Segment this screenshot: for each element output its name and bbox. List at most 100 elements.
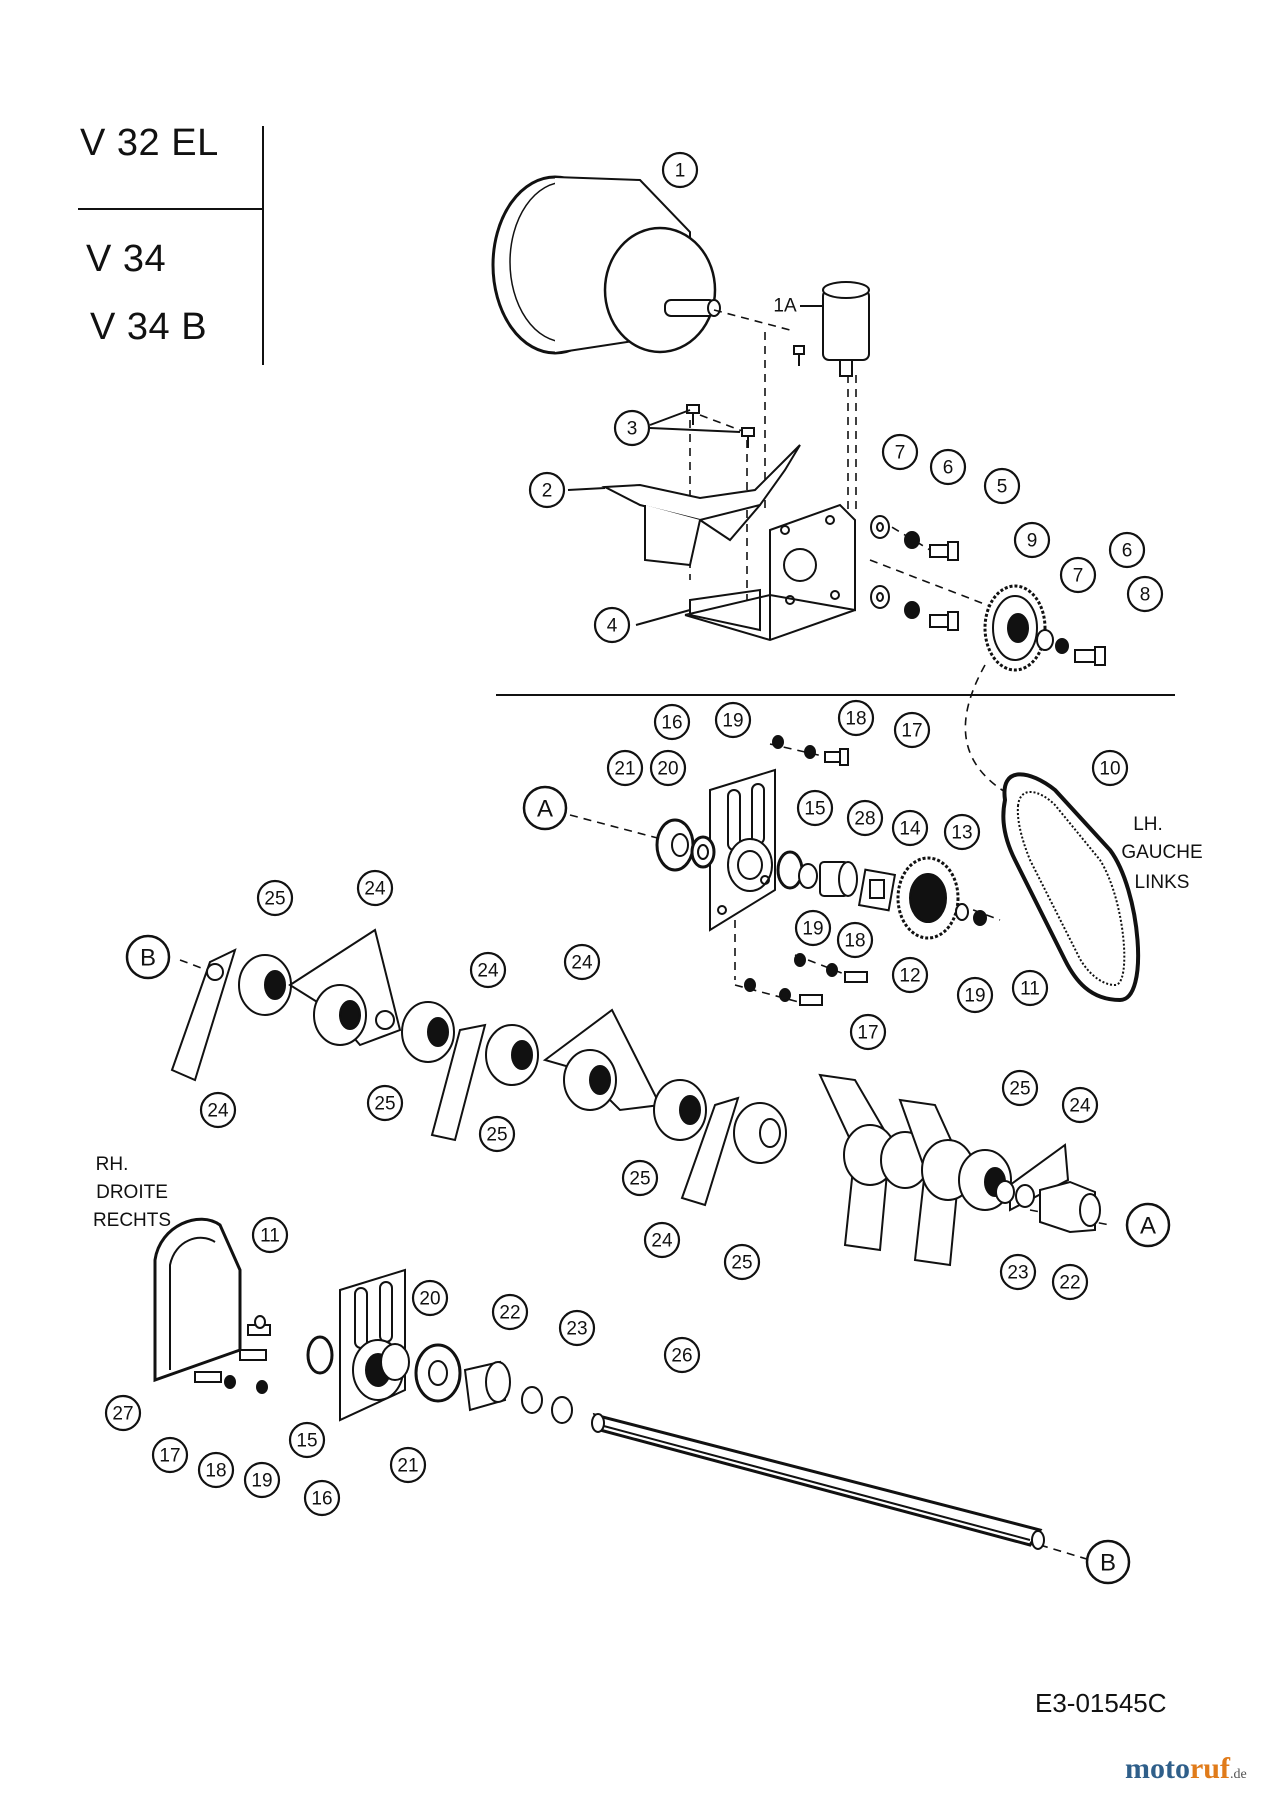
callout-circle	[661, 151, 699, 189]
callout-9-1: 9	[1013, 521, 1051, 559]
fasteners-5-6-7-top	[870, 515, 959, 631]
callout-15-1: 15	[796, 789, 834, 827]
rh-bearing-plate-16	[339, 1268, 406, 1422]
callout-25-1: 25	[256, 879, 294, 917]
leader-3a	[649, 409, 691, 426]
callout-number: 17	[901, 721, 922, 742]
callout-number: 27	[112, 1404, 133, 1425]
callout-circle	[1011, 969, 1049, 1007]
callout-27-1: 27	[104, 1394, 142, 1432]
connector-B-2: B	[1085, 1539, 1131, 1585]
callout-22-2: 22	[491, 1293, 529, 1331]
callout-circle	[356, 869, 394, 907]
callout-19-2: 19	[794, 909, 832, 947]
callout-19-4: 19	[243, 1461, 281, 1499]
callout-circle	[649, 749, 687, 787]
callout-number: 25	[374, 1094, 395, 1115]
belt-10	[1001, 772, 1141, 1003]
callout-circle	[491, 1293, 529, 1331]
callout-24-2: 24	[469, 951, 507, 989]
callout-25-3: 25	[478, 1115, 516, 1153]
callout-number: 14	[899, 819, 921, 840]
model-label-1: V 32 EL	[80, 122, 219, 164]
callout-circle	[389, 1446, 427, 1484]
callout-19-3: 19	[956, 976, 994, 1014]
callout-25-6: 25	[1001, 1069, 1039, 1107]
connector-A-1: A	[522, 785, 568, 831]
callout-circle	[893, 711, 931, 749]
callout-number: 5	[997, 477, 1008, 498]
callout-circle	[104, 1394, 142, 1432]
callout-1-1: 1	[661, 151, 699, 189]
callout-25-4: 25	[621, 1159, 659, 1197]
callout-circle	[714, 701, 752, 739]
callout-circle	[563, 943, 601, 981]
callout-17-2: 17	[849, 1013, 887, 1051]
lh-label-line-2: GAUCHE	[1121, 842, 1202, 863]
callout-number: 24	[1069, 1096, 1091, 1117]
bracket-2	[601, 444, 801, 567]
callout-6-1: 6	[929, 448, 967, 486]
lh-label-line-1: LH.	[1133, 814, 1163, 835]
callout-number: 15	[296, 1431, 317, 1452]
callout-21-2: 21	[389, 1446, 427, 1484]
model-label-2: V 34	[86, 238, 167, 280]
callout-number: 19	[964, 986, 985, 1007]
callout-circle	[528, 471, 566, 509]
callout-number: 24	[651, 1231, 673, 1252]
callout-number: 20	[419, 1289, 440, 1310]
leader-4	[635, 609, 691, 626]
callout-number: 2	[542, 481, 553, 502]
callout-23-1: 23	[999, 1253, 1037, 1291]
callout-number: 16	[661, 713, 682, 734]
callout-circle	[1108, 531, 1146, 569]
callout-number: 7	[895, 443, 906, 464]
callout-circle	[303, 1479, 341, 1517]
connector-circle	[522, 785, 568, 831]
connector-circle	[1085, 1539, 1131, 1585]
callout-number: 21	[397, 1456, 418, 1477]
callout-number: 25	[264, 889, 285, 910]
callout-number: 22	[1059, 1273, 1080, 1294]
callout-circle	[151, 1436, 189, 1474]
callout-circle	[643, 1221, 681, 1259]
callout-number: 3	[627, 419, 638, 440]
callout-4-1: 4	[593, 606, 631, 644]
callout-number: 24	[207, 1101, 229, 1122]
callout-18-2: 18	[836, 921, 874, 959]
callout-circle	[891, 956, 929, 994]
motor-part	[491, 175, 721, 355]
callout-circle	[836, 921, 874, 959]
callout-circle	[469, 951, 507, 989]
callout-20-1: 20	[649, 749, 687, 787]
brand-tld: .de	[1229, 1767, 1247, 1782]
callout-number: 25	[629, 1169, 650, 1190]
lh-label-line-3: LINKS	[1135, 872, 1190, 893]
callout-3-1: 3	[613, 409, 651, 447]
callout-16-2: 16	[303, 1479, 341, 1517]
shaft-26	[591, 1412, 1045, 1550]
callout-circle	[929, 448, 967, 486]
callout-circle	[794, 909, 832, 947]
callout-17-3: 17	[151, 1436, 189, 1474]
callout-circle	[621, 1159, 659, 1197]
bearing-plate-16-upper	[709, 768, 776, 932]
callout-number: 19	[722, 711, 743, 732]
connector-circle	[1125, 1202, 1171, 1248]
callout-number: 23	[1007, 1263, 1028, 1284]
callout-number: 26	[671, 1346, 692, 1367]
callout-20-2: 20	[411, 1279, 449, 1317]
rh-label-line-3: RECHTS	[93, 1210, 171, 1231]
callout-circle	[663, 1336, 701, 1374]
callout-number: 25	[486, 1125, 507, 1146]
callout-circle	[243, 1461, 281, 1499]
callout-circle	[956, 976, 994, 1014]
callout-circle	[478, 1115, 516, 1153]
callout-28-1: 28	[846, 799, 884, 837]
callout-25-5: 25	[723, 1243, 761, 1281]
callout-number: 16	[311, 1489, 332, 1510]
leader-2	[567, 487, 606, 491]
brand-part-2: ruf	[1189, 1752, 1230, 1785]
leader-3b	[649, 427, 741, 433]
brand-logo: motoruf.de	[1125, 1752, 1247, 1786]
